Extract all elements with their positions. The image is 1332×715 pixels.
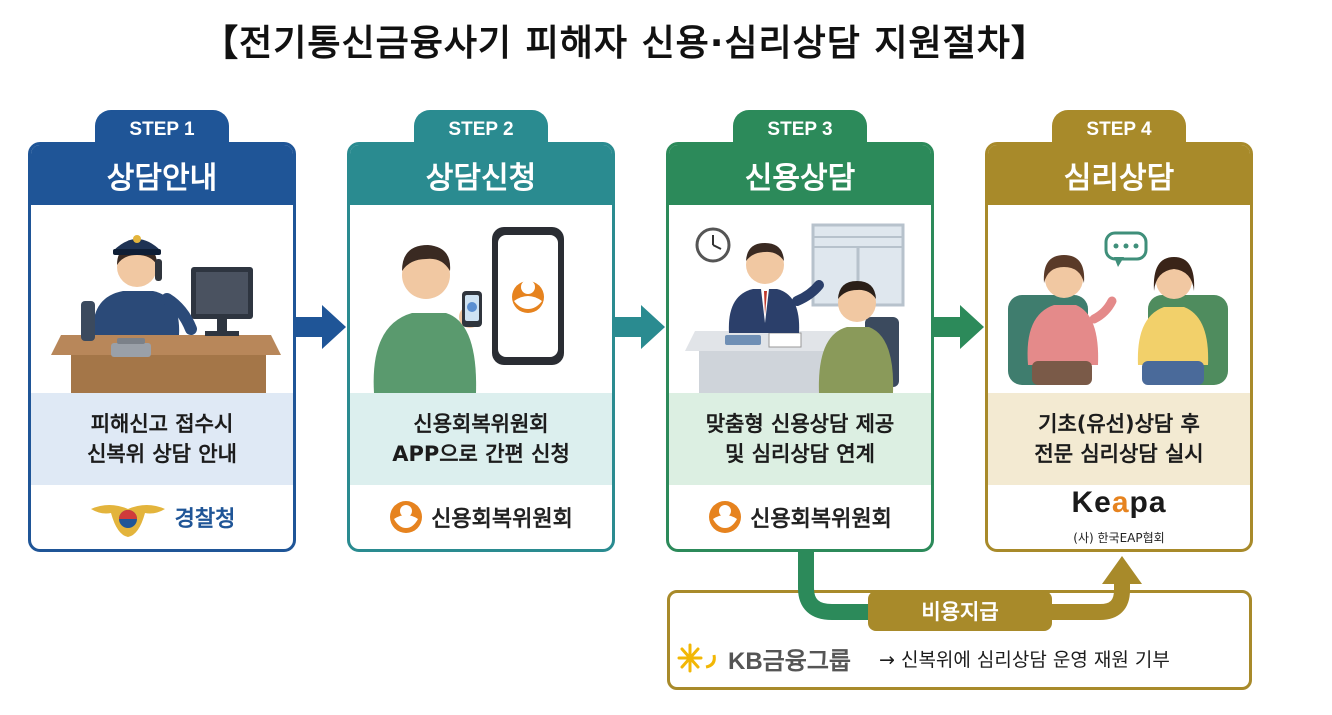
org-name: 신용회복위원회 — [750, 507, 892, 532]
step-tab-3: STEP 3 — [733, 110, 867, 150]
org-name: 경찰청 — [174, 507, 236, 532]
step-card-1: STEP 1 상담안내 — [28, 110, 296, 552]
step-desc-line: 피해신고 접수시 — [90, 411, 234, 436]
org-name: 신용회복위원회 — [431, 507, 573, 532]
keapa-part: Ke — [1071, 486, 1112, 519]
step-desc-line: 신복위 상담 안내 — [87, 442, 237, 466]
step-desc-1: 피해신고 접수시 신복위 상담 안내 — [31, 393, 293, 485]
page-title: 【전기통신금융사기 피해자 신용·심리상담 지원절차】 — [202, 23, 1048, 64]
org-logo-ccrs: 신용회복위원회 — [350, 485, 612, 549]
step-header-3: 신용상담 — [669, 145, 931, 205]
kb-group-suffix: 금융그룹 — [762, 646, 851, 675]
step-card-4: STEP 4 심리상담 — [985, 110, 1253, 552]
arrow-right-icon — [294, 305, 346, 349]
funding-description: → 신복위에 심리상담 운영 재원 기부 — [879, 648, 1170, 671]
step-desc-4: 기초(유선)상담 후 전문 심리상담 실시 — [988, 393, 1250, 485]
app-application-illustration — [350, 205, 612, 393]
step-body-1: 상담안내 — [28, 142, 296, 552]
keapa-wordmark: Keapa — [1071, 488, 1166, 518]
step-card-3: STEP 3 신용상담 — [666, 110, 934, 552]
keapa-accent: a — [1111, 486, 1130, 519]
police-officer-illustration — [31, 205, 293, 393]
step-header-1: 상담안내 — [31, 145, 293, 205]
step-desc-line: 맞춤형 신용상담 제공 — [705, 411, 895, 436]
wall-clock-icon — [695, 227, 731, 263]
org-name: (사) 한국EAP협회 — [1073, 531, 1165, 545]
arrow-right-icon — [932, 305, 984, 349]
org-logo-police: 경찰청 — [31, 485, 293, 549]
step-tab-2: STEP 2 — [414, 110, 548, 150]
step-desc-line: APP으로 간편 신청 — [392, 442, 570, 466]
step-desc-3: 맞춤형 신용상담 제공 및 심리상담 연계 — [669, 393, 931, 485]
step-desc-2: 신용회복위원회 APP으로 간편 신청 — [350, 393, 612, 485]
ccrs-logo-icon — [709, 501, 742, 533]
step-desc-line: 신용회복위원회 — [413, 411, 549, 436]
arrow-right-icon — [613, 305, 665, 349]
speech-bubble-icon — [1104, 231, 1148, 267]
org-logo-ccrs: 신용회복위원회 — [669, 485, 931, 549]
police-emblem-icon — [90, 505, 165, 537]
kb-letters: KB — [728, 647, 763, 675]
step-desc-line: 전문 심리상담 실시 — [1034, 442, 1204, 466]
funding-label: 비용지급 — [868, 591, 1052, 631]
step-tab-1: STEP 1 — [95, 110, 229, 150]
kb-sponsor-row: KB금융그룹 → 신복위에 심리상담 운영 재원 기부 — [676, 638, 1170, 678]
step-header-2: 상담신청 — [350, 145, 612, 205]
org-logo-keapa: Keapa (사) 한국EAP협회 — [988, 485, 1250, 549]
step-desc-line: 기초(유선)상담 후 — [1038, 411, 1200, 436]
step-tab-4: STEP 4 — [1052, 110, 1186, 150]
kb-star-icon — [677, 643, 716, 673]
ccrs-logo-icon — [390, 501, 423, 533]
step-body-2: 상담신청 신용회복위원회 AP — [347, 142, 615, 552]
psychological-counseling-illustration — [988, 205, 1250, 393]
step-desc-line: 및 심리상담 연계 — [725, 442, 875, 466]
step-header-4: 심리상담 — [988, 145, 1250, 205]
step-body-4: 심리상담 — [985, 142, 1253, 552]
keapa-part: pa — [1129, 486, 1167, 519]
step-card-2: STEP 2 상담신청 신용 — [347, 110, 615, 552]
step-body-3: 신용상담 — [666, 142, 934, 552]
kb-group-name: KB금융그룹 — [728, 641, 851, 676]
credit-counseling-illustration — [669, 205, 931, 393]
